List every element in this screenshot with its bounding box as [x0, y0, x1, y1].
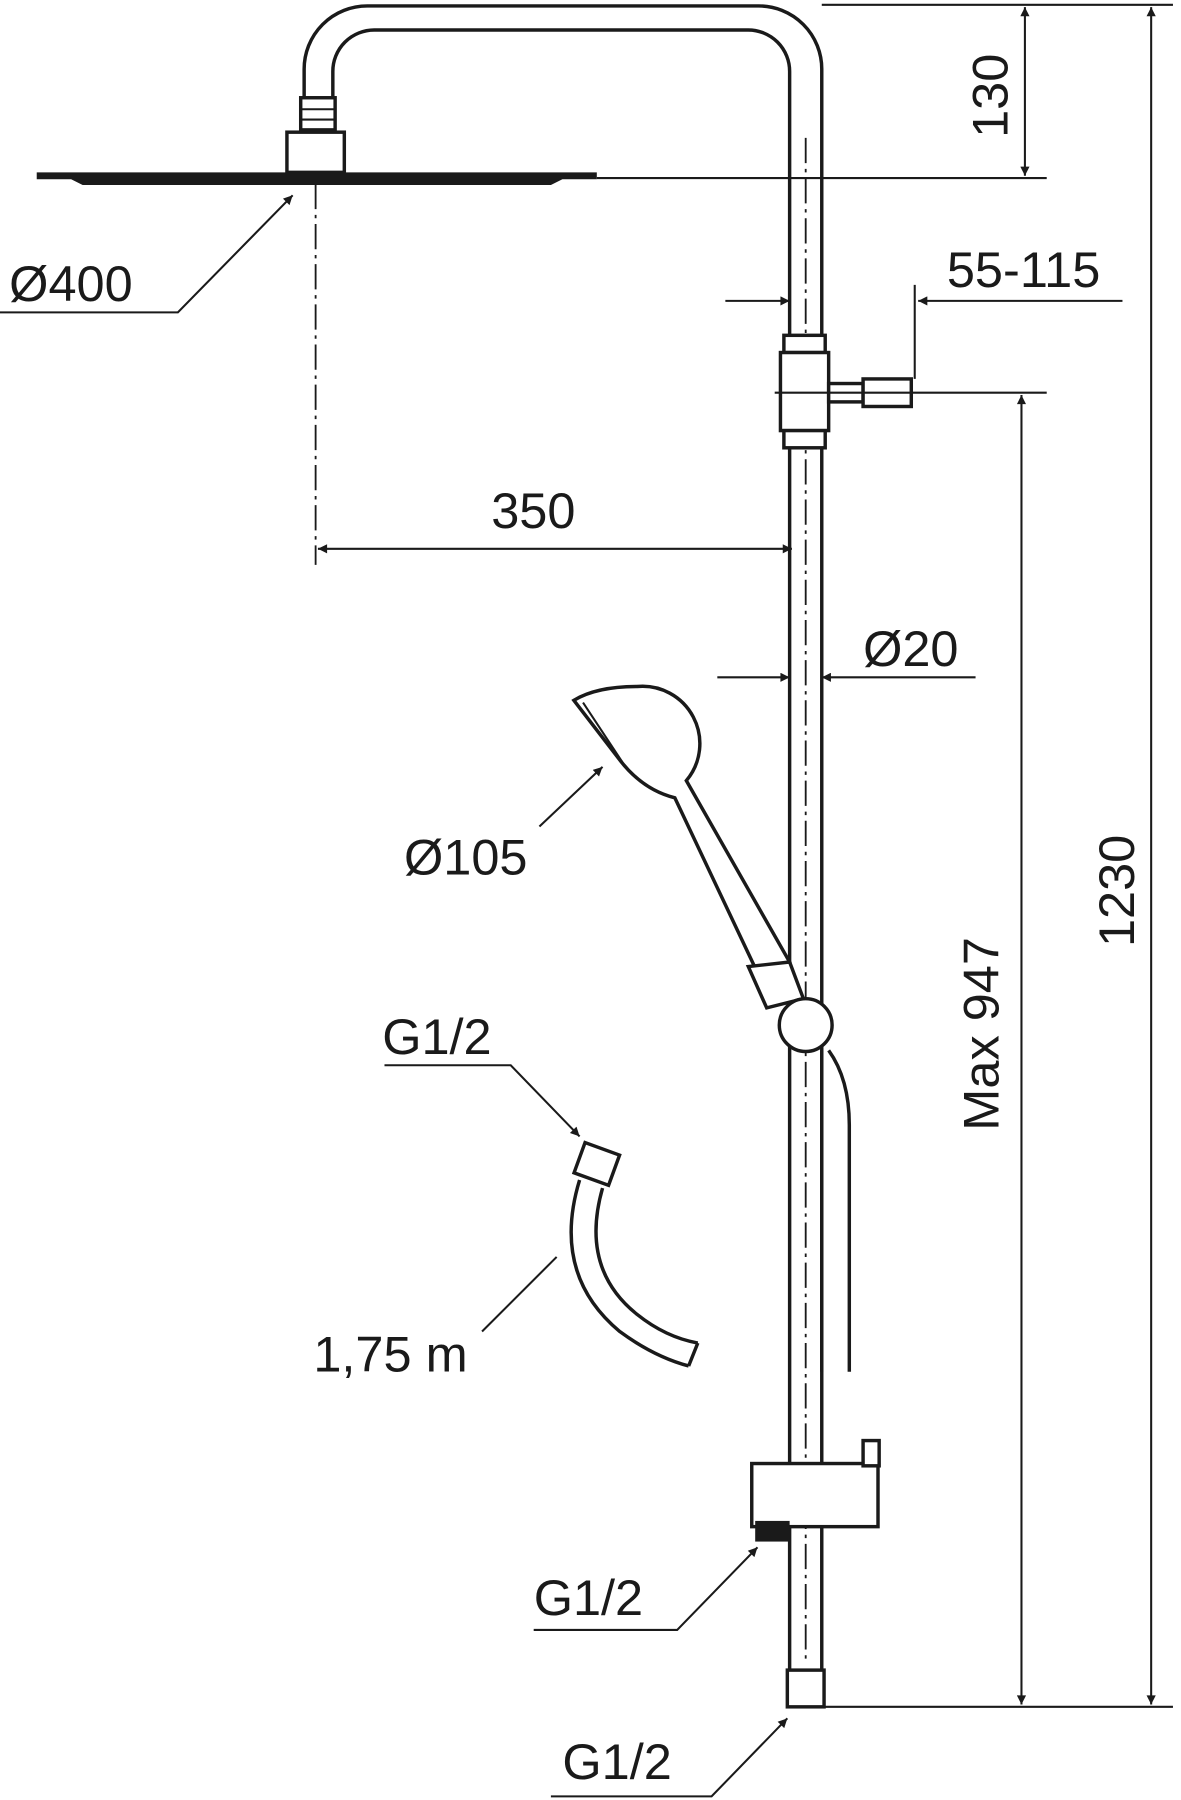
- head-diameter-label: Ø400: [9, 255, 132, 312]
- arm-height-label: 130: [962, 54, 1019, 138]
- arm-height-dimension: 130: [596, 3, 1173, 180]
- arm-projection-label: 350: [491, 482, 575, 539]
- diverter-holder: G1/2: [534, 1438, 881, 1631]
- hand-shower-diameter-dimension: Ø105: [404, 766, 604, 886]
- head-diameter-dimension: Ø400: [0, 194, 294, 314]
- shower-hose: G1/2 1,75 m: [313, 1008, 700, 1383]
- riser-pipe: [302, 4, 824, 1671]
- hose-connection-label: G1/2: [382, 1008, 491, 1065]
- wall-distance-label: 55-115: [947, 241, 1100, 298]
- total-height-label: 1230: [1088, 835, 1145, 947]
- max-height-dimension: Max 947: [953, 395, 1027, 1705]
- total-height-dimension: 1230: [1088, 7, 1156, 1705]
- hose-length-label: 1,75 m: [313, 1326, 467, 1383]
- max-height-label: Max 947: [953, 937, 1010, 1131]
- inlet-connection-label: G1/2: [562, 1733, 671, 1790]
- diverter-outlet-label: G1/2: [534, 1569, 643, 1626]
- arm-projection-dimension: 350: [317, 482, 792, 554]
- rail-diameter-label: Ø20: [863, 620, 958, 677]
- inlet-fitting: G1/2: [550, 1668, 1173, 1798]
- wall-bracket: [774, 333, 1047, 450]
- hand-shower-diameter-label: Ø105: [404, 829, 527, 886]
- overhead-shower-head: [36, 96, 597, 565]
- wall-distance-dimension: 55-115: [725, 241, 1123, 379]
- rail-diameter-dimension: Ø20: [717, 620, 976, 682]
- hand-shower: [571, 684, 852, 1372]
